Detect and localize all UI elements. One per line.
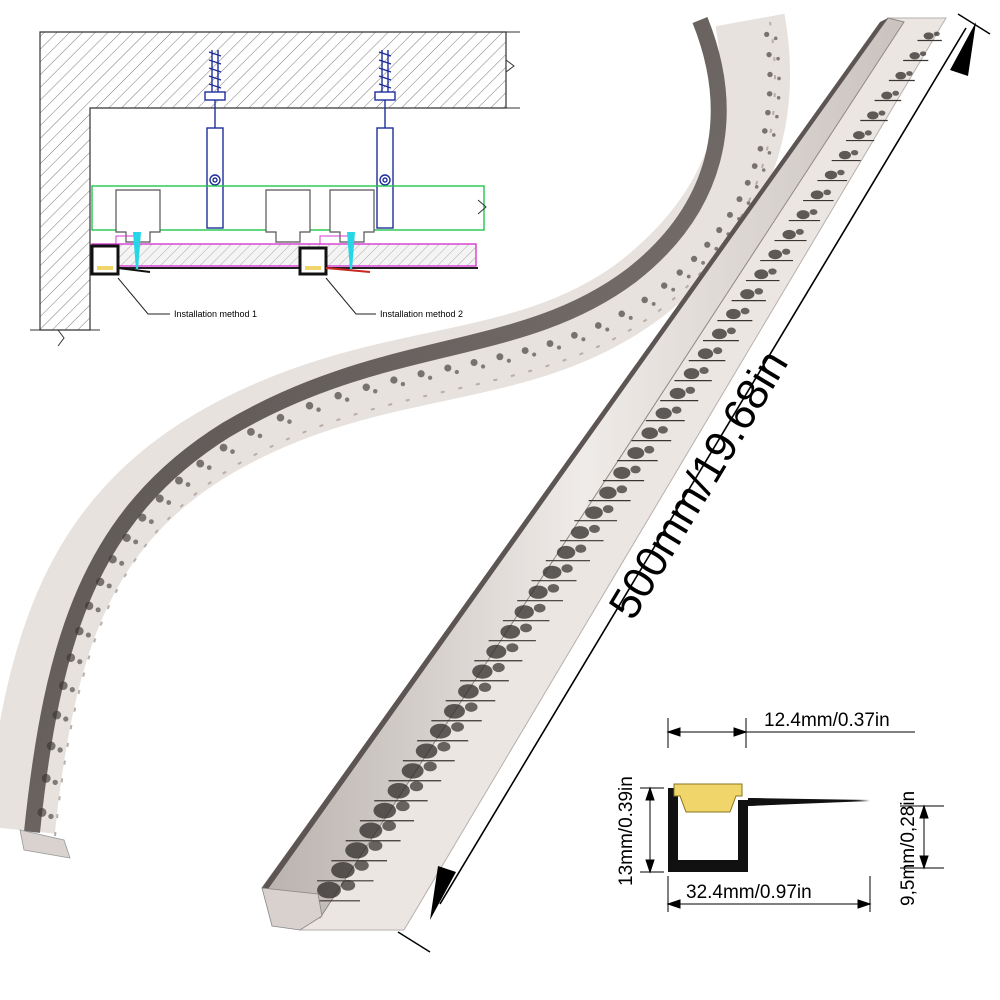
curved-profile-perforations bbox=[37, 31, 781, 820]
profile-section-method-1 bbox=[90, 244, 151, 276]
installation-drawing: Installation method 1 Installation metho… bbox=[30, 31, 520, 347]
suspension-hanger-right bbox=[374, 50, 396, 229]
profile-section-method-2 bbox=[298, 246, 371, 276]
curved-profile-channel bbox=[24, 17, 727, 833]
curved-profile-edge bbox=[54, 21, 777, 837]
led-strip-section bbox=[673, 783, 743, 813]
ceiling-slab bbox=[39, 31, 507, 331]
height-label: 13mm/0.39in bbox=[616, 776, 637, 886]
depth-dimension bbox=[900, 804, 944, 870]
total-width-label: 32.4mm/0.97in bbox=[686, 882, 812, 903]
method-1-label: Installation method 1 bbox=[174, 309, 257, 319]
method-leaders bbox=[117, 277, 376, 315]
straight-profile-perforations bbox=[302, 31, 942, 902]
suspension-hanger-left bbox=[204, 50, 226, 229]
top-width-dimension bbox=[666, 718, 915, 748]
length-arrow-bottom bbox=[430, 866, 456, 920]
height-dimension bbox=[640, 786, 664, 874]
straight-profile-channel bbox=[261, 17, 905, 919]
plasterboard bbox=[91, 243, 477, 267]
top-width-label: 12.4mm/0.37in bbox=[764, 710, 890, 731]
length-arrow-top bbox=[950, 22, 976, 76]
curved-profile-body bbox=[0, 13, 791, 834]
c-channels bbox=[115, 189, 375, 243]
cross-section-drawing: 12.4mm/0.37in 13mm/0.39in 9,5mm/0,28in bbox=[616, 710, 944, 912]
total-width-dimension bbox=[666, 876, 872, 912]
method-2-label: Installation method 2 bbox=[380, 309, 463, 319]
depth-label: 9,5mm/0,28in bbox=[898, 791, 919, 906]
straight-profile bbox=[261, 17, 947, 931]
straight-profile-wall bbox=[262, 18, 888, 892]
fixing-screws bbox=[133, 232, 355, 270]
curved-profile bbox=[0, 13, 791, 859]
straight-profile-end bbox=[261, 887, 323, 931]
